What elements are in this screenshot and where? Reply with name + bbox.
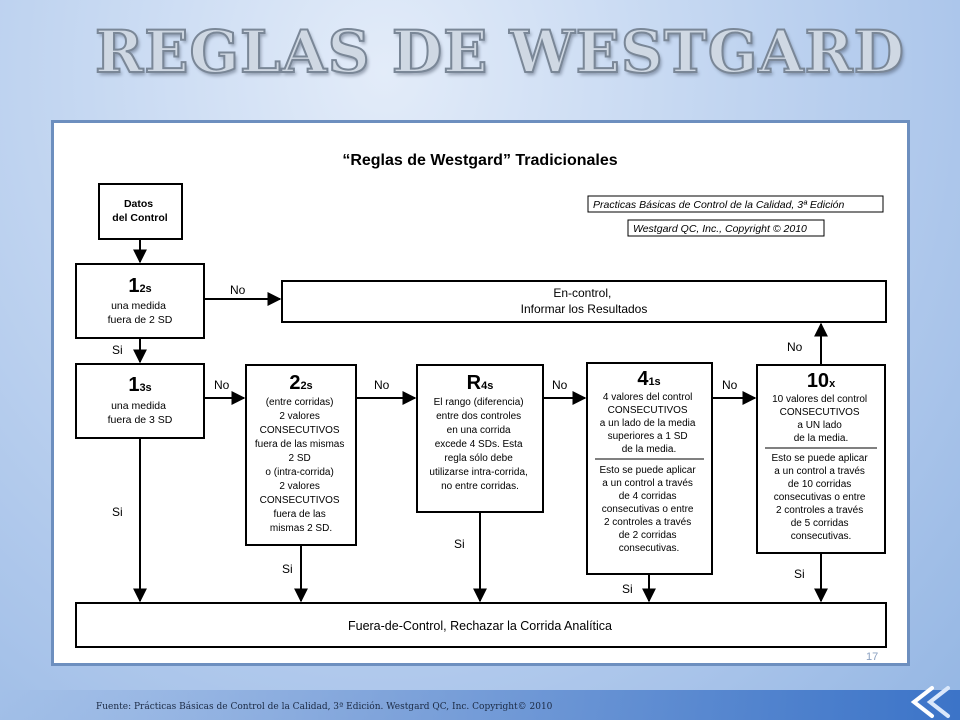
rule-10x-desc: 10 valores del control CONSECUTIVOS a UN…	[772, 394, 870, 444]
en-control-box	[281, 280, 887, 323]
rule-1-2s-name: 12s	[128, 275, 151, 297]
fuera-control-box	[75, 602, 887, 648]
datos-text: Datos del Control	[112, 198, 167, 224]
rule-1-2s-desc: una medida fuera de 2 SD	[108, 300, 173, 326]
reference-box-1	[587, 195, 884, 213]
diagram-heading: “Reglas de Westgard” Tradicionales	[342, 152, 617, 169]
label-si-5: Si	[622, 582, 633, 596]
label-no-6: No	[787, 340, 803, 354]
rule-2-2s-desc: (entre corridas) 2 valores CONSECUTIVOS …	[255, 397, 347, 534]
rule-4-1s-name: 41s	[637, 368, 660, 390]
label-no-2: No	[214, 378, 230, 392]
rule-4-1s-box	[586, 362, 713, 575]
label-si-3: Si	[282, 562, 293, 576]
slide-title: REGLAS DE WESTGARD	[94, 17, 905, 87]
en-control-text: En-control, Informar los Resultados	[521, 286, 648, 316]
footer-source: Fuente: Prácticas Básicas de Control de …	[96, 702, 553, 712]
footer-bar	[0, 690, 960, 720]
label-no-5: No	[722, 378, 738, 392]
label-no-4: No	[552, 378, 568, 392]
fuera-control-text: Fuera-de-Control, Rechazar la Corrida An…	[348, 619, 612, 633]
rule-4-1s-desc: 4 valores del control CONSECUTIVOS a un …	[600, 392, 698, 455]
page-number: 17	[866, 651, 878, 663]
label-si-6: Si	[794, 567, 805, 581]
label-si-1: Si	[112, 343, 123, 357]
rule-2-2s-name: 22s	[289, 372, 312, 394]
rule-4-1s-note: Esto se puede aplicar a un control a tra…	[600, 465, 699, 554]
rule-10x-name: 10x	[807, 370, 836, 392]
rule-1-2s-box	[75, 263, 205, 339]
rule-r-4s-box	[416, 364, 544, 513]
label-no-3: No	[374, 378, 390, 392]
label-no-1: No	[230, 283, 246, 297]
rule-1-3s-box	[75, 363, 205, 439]
rule-10x-note: Esto se puede aplicar a un control a tra…	[772, 453, 871, 542]
label-si-2: Si	[112, 505, 123, 519]
chevron-left-icon	[910, 686, 950, 718]
reference-text-2: Westgard QC, Inc., Copyright © 2010	[633, 223, 807, 235]
rule-r-4s-name: R4s	[467, 372, 494, 394]
reference-box-2	[627, 219, 825, 237]
rule-1-3s-name: 13s	[128, 374, 151, 396]
rule-1-3s-desc: una medida fuera de 3 SD	[108, 400, 173, 426]
rule-r-4s-desc: El rango (diferencia) entre dos controle…	[429, 397, 530, 492]
label-si-4: Si	[454, 537, 465, 551]
reference-text-1: Practicas Básicas de Control de la Calid…	[593, 199, 845, 211]
westgard-rules-diagram: “Reglas de Westgard” Tradicionales Pract…	[51, 120, 910, 666]
